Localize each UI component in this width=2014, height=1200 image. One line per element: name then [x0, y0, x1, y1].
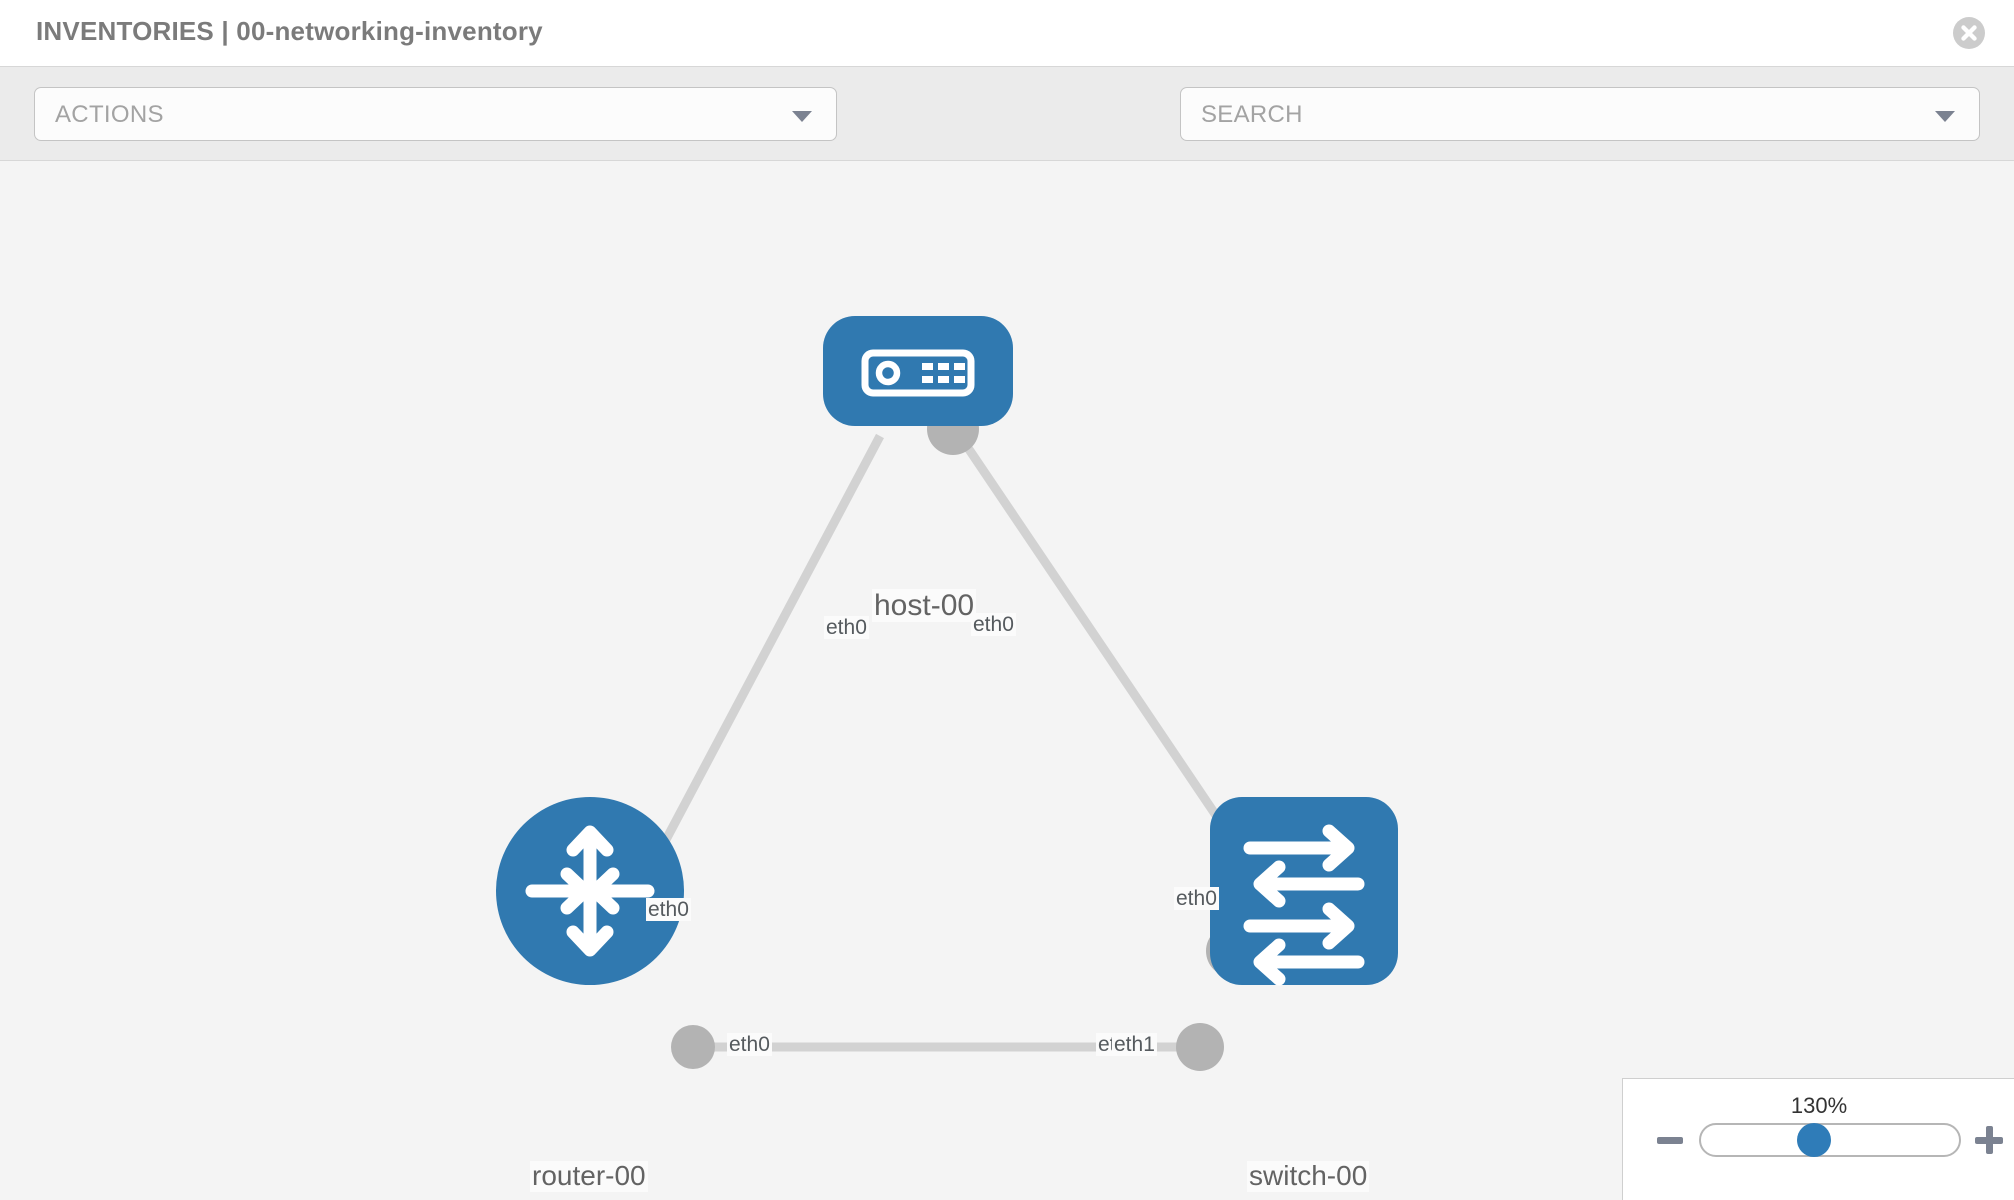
zoom-slider-thumb[interactable] — [1797, 1123, 1831, 1157]
actions-dropdown[interactable]: ACTIONS — [34, 87, 837, 141]
zoom-control-panel: 130% — [1622, 1078, 2014, 1200]
node-host-00[interactable] — [823, 316, 1013, 426]
graph-connectors — [671, 403, 1258, 1071]
connector-router-eth0[interactable] — [671, 1025, 715, 1069]
router-arrows-icon — [525, 825, 655, 957]
zoom-level-value: 130% — [1790, 1093, 1848, 1118]
page-title: INVENTORIES | 00-networking-inventory — [36, 16, 543, 46]
node-label-switch-00: switch-00 — [1247, 1160, 1370, 1192]
node-label-host-00: host-00 — [872, 589, 977, 622]
edge-host-switch[interactable] — [956, 433, 1244, 854]
close-icon — [1953, 17, 1985, 49]
node-label-router-00: router-00 — [530, 1160, 648, 1192]
graph-edges — [656, 433, 1244, 1052]
node-router-00[interactable] — [496, 797, 684, 985]
host-node-shape[interactable] — [823, 316, 1013, 426]
actions-dropdown-label: ACTIONS — [55, 101, 164, 128]
zoom-in-button[interactable] — [1975, 1126, 2003, 1154]
search-placeholder: SEARCH — [1201, 101, 1303, 128]
node-switch-00[interactable] — [1210, 797, 1398, 986]
chevron-down-icon — [792, 111, 812, 122]
topology-canvas[interactable]: host-00 router-00 switch-00 eth0 eth0 et… — [0, 161, 2014, 1200]
connector-switch-eth1[interactable] — [1176, 1023, 1224, 1071]
topology-graph — [496, 316, 1398, 1071]
edge-label-switch-eth1: eth1 — [1112, 1033, 1157, 1057]
toolbar: ACTIONS SEARCH — [0, 67, 2014, 200]
edge-label-switch-eth0-up: eth0 — [1174, 887, 1219, 911]
edge-host-router[interactable] — [656, 433, 884, 854]
edge-label-host-eth0-left: eth0 — [824, 616, 869, 640]
edge-label-router-eth0-up: eth0 — [646, 898, 691, 922]
server-icon — [861, 349, 975, 397]
close-button[interactable] — [1952, 16, 1986, 50]
page-header: INVENTORIES | 00-networking-inventory — [0, 0, 2014, 67]
search-input[interactable]: SEARCH — [1180, 87, 1980, 141]
zoom-out-button[interactable] — [1657, 1137, 1683, 1144]
chevron-down-icon[interactable] — [1935, 111, 1955, 122]
edge-label-router-eth0-right: eth0 — [727, 1033, 772, 1057]
edge-label-host-eth0-right: eth0 — [971, 613, 1016, 637]
switch-arrows-icon — [1243, 824, 1365, 986]
